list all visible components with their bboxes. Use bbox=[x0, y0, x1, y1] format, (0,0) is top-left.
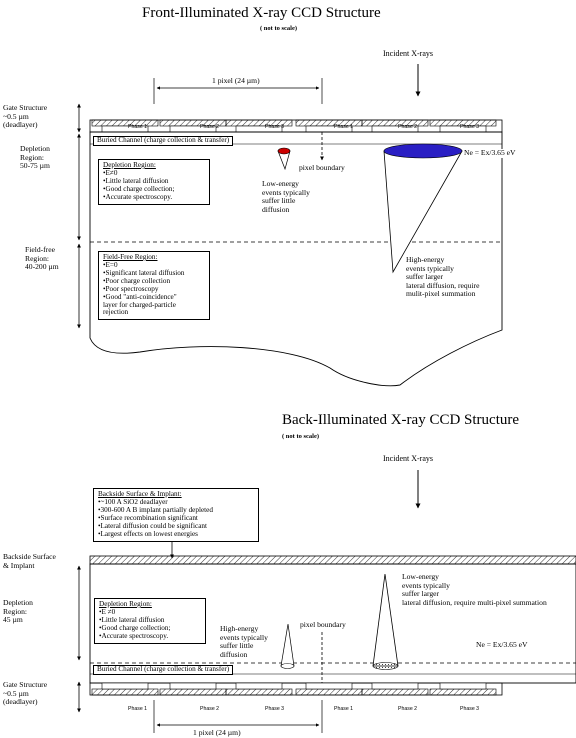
gate-electrode bbox=[101, 682, 149, 690]
gate-electrode-hatch bbox=[159, 688, 227, 696]
back-ne-formula: Ne = Ex/3.65 eV bbox=[476, 640, 528, 649]
front-pixel-size-label: 1 pixel (24 µm) bbox=[212, 76, 260, 86]
gate-electrode-hatch bbox=[361, 119, 429, 127]
front-title: Front-Illuminated X-ray CCD Structure bbox=[142, 5, 381, 21]
front-phase-label: Phase 3 bbox=[265, 124, 285, 130]
front-phase-label: Phase 2 bbox=[398, 124, 418, 130]
back-pixel-size-label: 1 pixel (24 µm) bbox=[193, 728, 241, 738]
back-buried-channel-label: Buried Channel (charge collection & tran… bbox=[93, 665, 234, 675]
back-gate-label: Gate Structure~0.5 µm(deadlayer) bbox=[3, 680, 48, 706]
gate-electrode-hatch bbox=[295, 688, 363, 696]
back-diagram bbox=[77, 470, 576, 733]
front-fieldfree-box: Field-Free Region: E=0 Significant later… bbox=[98, 251, 210, 321]
gate-electrode-hatch bbox=[361, 688, 429, 696]
back-phase-label: Phase 2 bbox=[200, 706, 220, 712]
front-ne-formula: Ne = Ex/3.65 eV bbox=[464, 148, 516, 158]
back-pixel-boundary-label: pixel boundary bbox=[300, 620, 346, 630]
gate-electrode bbox=[235, 682, 283, 690]
back-gate-structure bbox=[89, 682, 503, 696]
front-gate-label: Gate Structure~0.5 µm(deadlayer) bbox=[3, 103, 48, 129]
back-depletion-box: Depletion Region: E ≠0 Little lateral di… bbox=[94, 598, 206, 644]
back-pixel-dimension bbox=[153, 700, 323, 733]
front-diagram bbox=[77, 64, 503, 387]
back-surface-label: Backside Surface& Implant bbox=[3, 552, 56, 570]
back-title: Back-Illuminated X-ray CCD Structure bbox=[282, 412, 520, 428]
gate-electrode bbox=[305, 682, 353, 690]
front-phase-label: Phase 2 bbox=[200, 124, 220, 130]
front-subtitle: ( not to scale) bbox=[260, 25, 298, 32]
back-surface-layer bbox=[89, 555, 576, 565]
front-high-energy-event bbox=[383, 143, 463, 274]
gate-electrode-hatch bbox=[429, 688, 497, 696]
back-incident-label: Incident X-rays bbox=[383, 454, 433, 463]
back-high-energy-event bbox=[280, 623, 295, 669]
front-phase-label: Phase 3 bbox=[460, 124, 480, 130]
gate-electrode-hatch bbox=[225, 688, 293, 696]
front-depletion-box: Depletion Region: E≠0 Little lateral dif… bbox=[98, 159, 210, 205]
gate-electrode-hatch bbox=[91, 119, 159, 127]
front-low-energy-event bbox=[277, 147, 291, 171]
gate-electrode bbox=[169, 682, 217, 690]
gate-electrode bbox=[371, 682, 419, 690]
back-low-energy-event bbox=[372, 573, 399, 670]
front-gate-structure bbox=[89, 119, 503, 133]
front-buried-channel-label: Buried Channel (charge collection & tran… bbox=[93, 136, 234, 146]
front-pixel-boundary-label: pixel boundary bbox=[299, 163, 345, 173]
gate-electrode bbox=[439, 682, 487, 690]
front-phase-label: Phase 1 bbox=[334, 124, 354, 130]
gate-electrode-hatch bbox=[91, 688, 159, 696]
front-incident-label: Incident X-rays bbox=[383, 49, 433, 58]
back-phase-label: Phase 2 bbox=[398, 706, 418, 712]
front-phase-label: Phase 1 bbox=[128, 124, 148, 130]
back-phase-label: Phase 3 bbox=[460, 706, 480, 712]
back-subtitle: ( not to scale) bbox=[282, 433, 320, 440]
back-surface-box: Backside Surface & Implant: ~100 A SiO2 … bbox=[93, 488, 259, 542]
back-phase-label: Phase 1 bbox=[334, 706, 354, 712]
back-phase-label: Phase 1 bbox=[128, 706, 148, 712]
back-phase-label: Phase 3 bbox=[265, 706, 285, 712]
front-pixel-dimension bbox=[153, 78, 323, 104]
